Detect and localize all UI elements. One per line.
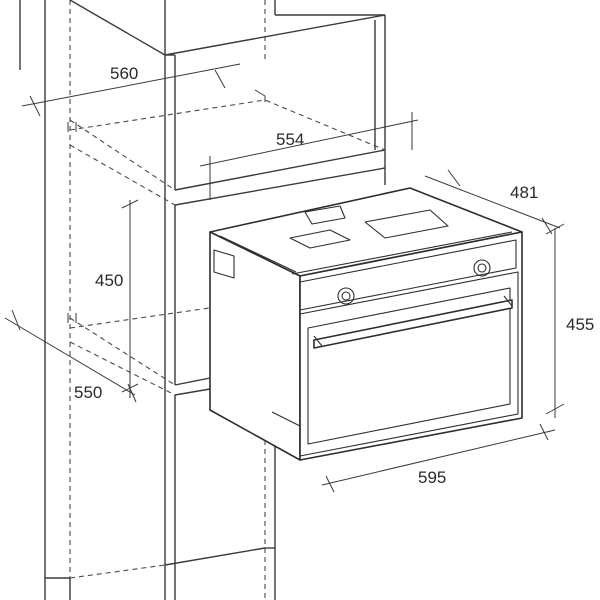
base-hidden bbox=[69, 564, 166, 579]
dim-554-ticks bbox=[209, 112, 413, 200]
base-front-edge bbox=[164, 547, 266, 566]
right-knob-icon bbox=[473, 259, 491, 277]
dim-595-ticks bbox=[325, 423, 549, 493]
upper-shelf-front bbox=[174, 149, 386, 191]
dimension-lines bbox=[4, 63, 565, 493]
oven-appliance bbox=[209, 187, 523, 461]
label-554: 554 bbox=[276, 130, 304, 149]
top-bracket-left bbox=[289, 229, 351, 249]
dim-560-line bbox=[21, 63, 241, 107]
top-vent-tab bbox=[304, 205, 346, 225]
left-knob-cap bbox=[341, 291, 351, 301]
label-550: 550 bbox=[74, 383, 102, 402]
rear-bracket bbox=[254, 89, 266, 102]
upper-shelf-hidden-left bbox=[69, 119, 176, 191]
dimension-labels: 560 554 450 550 481 455 595 bbox=[74, 64, 594, 487]
top-edge-inner bbox=[219, 235, 297, 273]
mount-mark-lower bbox=[67, 313, 77, 323]
lower-shelf-hidden-left bbox=[69, 317, 176, 386]
upper-shelf-hidden-left2 bbox=[69, 144, 176, 206]
dim-481-line bbox=[424, 175, 561, 229]
oven-door bbox=[299, 271, 519, 457]
handle-mounts bbox=[313, 295, 513, 347]
dim-455-ticks bbox=[545, 223, 565, 415]
label-450: 450 bbox=[95, 271, 123, 290]
plinth-left bbox=[45, 577, 71, 600]
oven-handle bbox=[313, 299, 513, 349]
dim-560-ticks bbox=[29, 69, 226, 117]
label-481: 481 bbox=[510, 183, 538, 202]
dim-554-line bbox=[199, 119, 419, 167]
side-bottom-rail bbox=[271, 411, 301, 427]
control-panel bbox=[299, 239, 517, 311]
lower-shelf-under-left bbox=[174, 388, 211, 396]
top-edge-front bbox=[291, 231, 513, 275]
label-595: 595 bbox=[418, 468, 446, 487]
top-shelf-front bbox=[69, 0, 386, 56]
upper-shelf-underside bbox=[174, 167, 386, 206]
label-560: 560 bbox=[110, 64, 138, 83]
lower-shelf-front-left bbox=[174, 377, 211, 386]
side-latch bbox=[213, 249, 235, 279]
dim-595-line bbox=[321, 429, 556, 486]
right-knob-cap bbox=[477, 263, 487, 273]
top-bracket-right bbox=[364, 209, 449, 239]
upper-shelf-hidden-back bbox=[69, 99, 386, 151]
dim-550-ticks bbox=[11, 309, 137, 403]
lower-shelf-hidden-left2 bbox=[69, 341, 176, 396]
mount-mark-upper bbox=[67, 122, 77, 132]
dim-550-line bbox=[4, 317, 136, 396]
left-knob-icon bbox=[337, 287, 355, 305]
oven-door-inset bbox=[307, 287, 511, 445]
label-455: 455 bbox=[566, 315, 594, 334]
